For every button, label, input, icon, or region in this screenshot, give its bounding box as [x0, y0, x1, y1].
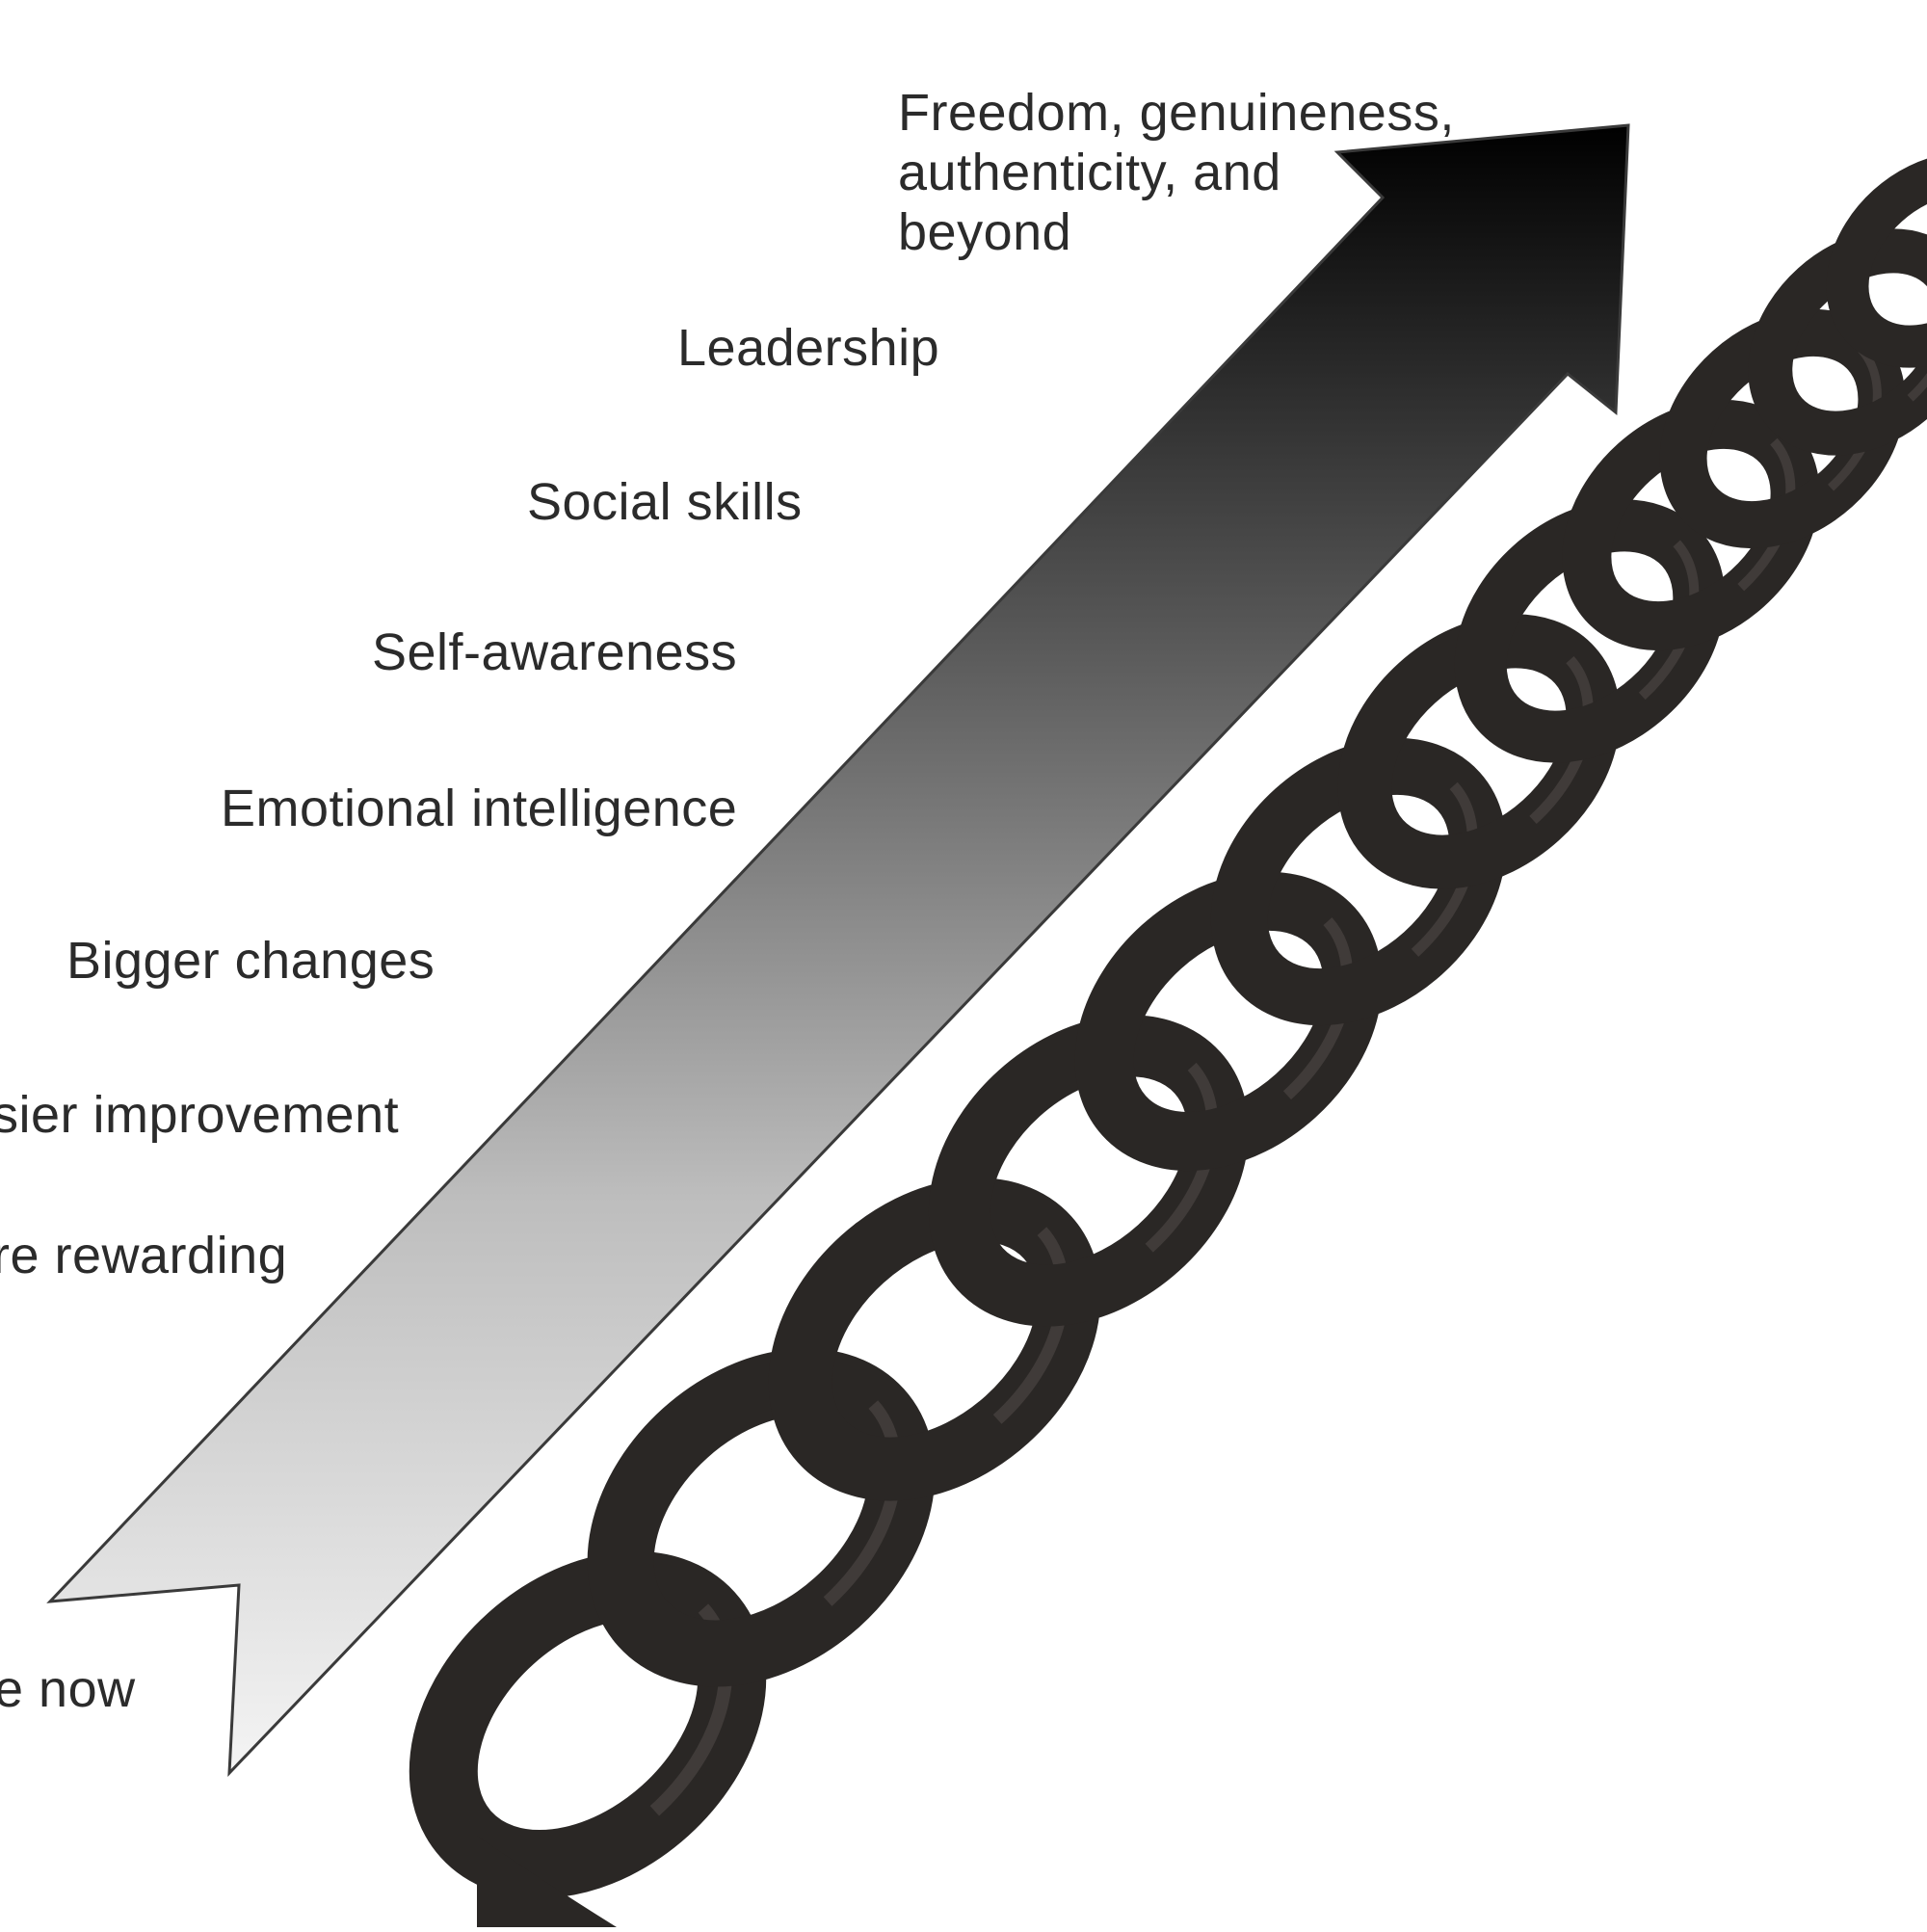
step-label-bigger-changes: Bigger changes: [66, 931, 435, 991]
spring-coil-2: [567, 1327, 955, 1708]
step-label-freedom-line-2: authenticity, and: [898, 143, 1455, 202]
step-label-more-rewarding: re rewarding: [0, 1226, 287, 1285]
step-label-social-skills: Social skills: [527, 472, 803, 532]
step-label-leadership: Leadership: [677, 318, 939, 378]
step-label-where-now: e now: [0, 1659, 136, 1719]
step-label-self-awareness: Self-awareness: [372, 622, 737, 682]
step-label-freedom-line-1: Freedom, genuineness,: [898, 83, 1455, 143]
spring-coil-1: [388, 1529, 786, 1920]
step-label-freedom: Freedom, genuineness, authenticity, and …: [898, 83, 1455, 262]
step-label-emotional-intelligence: Emotional intelligence: [221, 779, 737, 838]
step-label-easier-improvement: sier improvement: [0, 1085, 399, 1145]
step-label-freedom-line-3: beyond: [898, 202, 1455, 262]
